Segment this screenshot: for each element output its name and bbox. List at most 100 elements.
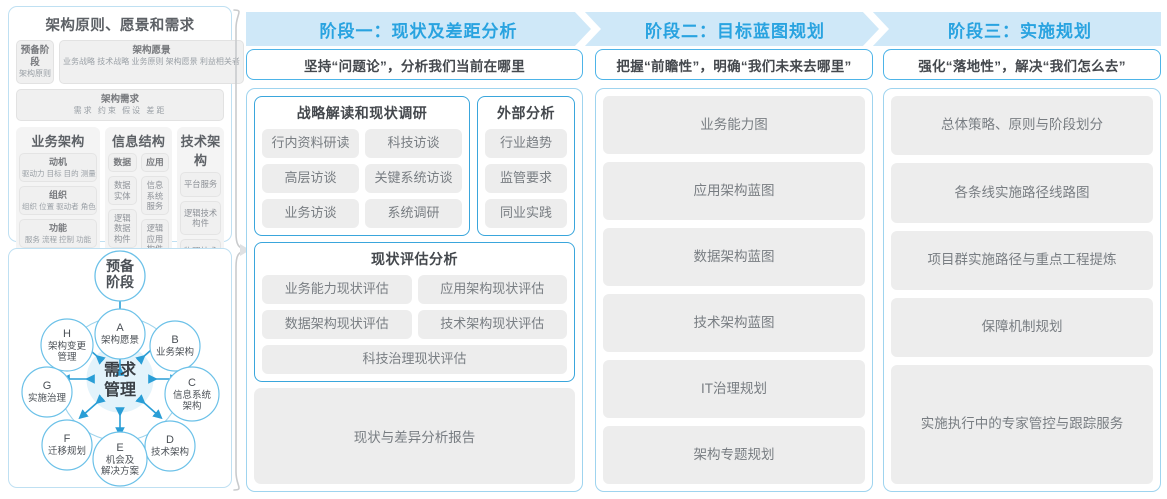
phase-3-panel: 总体策略、原则与阶段划分 各条线实施路径线路图 项目群实施路径与重点工程提炼 保… — [883, 88, 1161, 492]
list-item[interactable]: IT治理规划 — [603, 360, 865, 418]
svg-text:A: A — [116, 322, 124, 334]
chevron-separator-2-icon — [862, 12, 896, 46]
strategy-research-items: 行内资料研读 科技访谈 高层访谈 关键系统访谈 业务访谈 系统调研 — [262, 129, 462, 228]
list-item[interactable]: 架构专题规划 — [603, 426, 865, 484]
svg-text:E: E — [116, 442, 123, 454]
list-item[interactable]: 高层访谈 — [262, 164, 359, 193]
technology-architecture-title: 技术架构 — [180, 134, 221, 169]
function-box: 功能 服务 流程 控制 功能 — [19, 219, 97, 249]
svg-text:实施治理: 实施治理 — [28, 392, 67, 404]
framework-title: 架构原则、愿景和需求 — [45, 18, 195, 34]
svg-text:解决方案: 解决方案 — [101, 465, 140, 477]
current-state-assessment-card: 现状评估分析 业务能力现状评估 应用架构现状评估 数据架构现状评估 技术架构现状… — [254, 242, 575, 382]
architecture-requirements-sub: 需求 约束 假设 差距 — [73, 106, 167, 116]
gap-analysis-report-box[interactable]: 现状与差异分析报告 — [254, 388, 575, 484]
list-item[interactable]: 各条线实施路径线路图 — [891, 163, 1153, 223]
list-item[interactable]: 应用架构现状评估 — [417, 275, 567, 304]
phase-2-panel: 业务能力图 应用架构蓝图 数据架构蓝图 技术架构蓝图 IT治理规划 架构专题规划 — [595, 88, 873, 492]
svg-text:D: D — [166, 434, 174, 446]
current-state-assessment-title: 现状评估分析 — [371, 251, 458, 267]
architecture-vision-box: 架构愿景 业务战略 技术战略 业务原则 架构愿景 利益相关者 — [59, 40, 244, 85]
phase-band-3[interactable]: 阶段三：实施规划 — [879, 12, 1161, 46]
list-item[interactable]: 总体策略、原则与阶段划分 — [891, 96, 1153, 156]
strategy-research-card: 战略解读和现状调研 行内资料研读 科技访谈 高层访谈 关键系统访谈 业务访谈 系… — [254, 96, 470, 236]
svg-text:架构愿景: 架构愿景 — [101, 334, 139, 346]
information-structure-title: 信息结构 — [112, 134, 166, 150]
cycle-node-d — [144, 420, 196, 472]
list-item[interactable]: 科技访谈 — [365, 129, 462, 158]
architecture-vision-head: 架构愿景 — [132, 45, 171, 56]
cycle-node-f — [41, 419, 93, 471]
cycle-node-a — [94, 308, 146, 360]
svg-text:迁移规划: 迁移规划 — [48, 445, 86, 457]
list-item[interactable]: 行内资料研读 — [262, 129, 359, 158]
list-item[interactable]: 数据架构现状评估 — [262, 310, 412, 339]
phase1-top-row: 战略解读和现状调研 行内资料研读 科技访谈 高层访谈 关键系统访谈 业务访谈 系… — [254, 96, 575, 236]
list-item[interactable]: 业务访谈 — [262, 199, 359, 228]
svg-text:B: B — [171, 334, 178, 346]
list-item[interactable]: 业务能力现状评估 — [262, 275, 412, 304]
phases-region: 阶段一：现状及差距分析 阶段二：目标蓝图规划 阶段三：实施规划 坚持“问题论”，… — [246, 6, 1161, 494]
list-item[interactable]: 实施执行中的专家管控与跟踪服务 — [891, 365, 1153, 484]
cycle-node-e — [92, 431, 148, 487]
cycle-center-label-2: 管理 — [104, 380, 136, 399]
phase-subtitle-1: 坚持“问题论”，分析我们当前在哪里 — [246, 49, 583, 80]
list-item[interactable]: 关键系统访谈 — [365, 164, 462, 193]
svg-text:F: F — [64, 433, 71, 445]
list-item[interactable]: 应用架构蓝图 — [603, 162, 865, 220]
list-item[interactable]: 技术架构现状评估 — [417, 310, 567, 339]
list-item[interactable]: 监管要求 — [485, 164, 567, 193]
phase-subtitle-row: 坚持“问题论”，分析我们当前在哪里 把握“前瞻性”，明确“我们未来去哪里” 强化… — [246, 49, 1161, 83]
svg-text:技术架构: 技术架构 — [151, 446, 189, 458]
phase-1-panel: 战略解读和现状调研 行内资料研读 科技访谈 高层访谈 关键系统访谈 业务访谈 系… — [246, 88, 583, 492]
togaf-framework-card: 架构原则、愿景和需求 预备阶段 架构原则 架构愿景 业务战略 技术战略 业务原则… — [8, 6, 244, 354]
list-item[interactable]: 行业趋势 — [485, 129, 567, 158]
cycle-prep-label-2: 阶段 — [106, 274, 134, 290]
list-item[interactable]: 保障机制规划 — [891, 297, 1153, 358]
external-analysis-items: 行业趋势 监管要求 同业实践 — [485, 129, 567, 228]
list-item[interactable]: 科技治理现状评估 — [262, 345, 567, 374]
architecture-requirements-box: 架构需求 需求 约束 假设 差距 — [16, 89, 224, 122]
cycle-node-h — [40, 318, 94, 372]
svg-text:C: C — [188, 377, 196, 389]
chevron-separator-1-icon — [574, 12, 608, 46]
left-framework-column: 架构原则、愿景和需求 预备阶段 架构原则 架构愿景 业务战略 技术战略 业务原则… — [8, 6, 244, 494]
svg-text:机会及: 机会及 — [106, 454, 135, 466]
architecture-vision-sub: 业务战略 技术战略 业务原则 架构愿景 利益相关者 — [63, 56, 240, 66]
svg-text:G: G — [43, 380, 52, 392]
phase-band-row: 阶段一：现状及差距分析 阶段二：目标蓝图规划 阶段三：实施规划 — [246, 6, 1161, 46]
phase-band-2-title: 阶段二：目标蓝图规划 — [645, 21, 825, 41]
cycle-center-label-1: 需求 — [104, 360, 137, 379]
phase-body-row: 战略解读和现状调研 行内资料研读 科技访谈 高层访谈 关键系统访谈 业务访谈 系… — [246, 88, 1161, 492]
external-analysis-card: 外部分析 行业趋势 监管要求 同业实践 — [477, 96, 575, 236]
business-architecture-title: 业务架构 — [31, 134, 85, 150]
list-item[interactable]: 技术架构蓝图 — [603, 294, 865, 352]
cycle-prep-label-1: 预备 — [106, 258, 135, 274]
architecture-requirements-head: 架构需求 — [100, 94, 139, 106]
cycle-node-c — [164, 366, 220, 422]
list-item[interactable]: 系统调研 — [365, 199, 462, 228]
phase-band-1[interactable]: 阶段一：现状及差距分析 — [246, 12, 591, 46]
list-item[interactable]: 数据架构蓝图 — [603, 228, 865, 286]
phase-band-1-title: 阶段一：现状及差距分析 — [319, 21, 518, 41]
svg-text:H: H — [63, 328, 71, 340]
organization-box: 组织 组织 位置 驱动者 角色 — [19, 186, 97, 216]
list-item[interactable]: 同业实践 — [485, 199, 567, 228]
svg-text:业务架构: 业务架构 — [156, 346, 194, 358]
prep-stage-head: 预备阶段 — [20, 45, 50, 68]
svg-text:架构变更: 架构变更 — [48, 340, 87, 352]
svg-text:信息系统: 信息系统 — [173, 389, 212, 401]
list-item[interactable]: 项目群实施路径与重点工程提炼 — [891, 230, 1153, 290]
svg-text:管理: 管理 — [57, 351, 77, 363]
cycle-node-g — [21, 366, 73, 418]
adm-cycle-card: 预备 阶段 需求 管理 A 架构愿景 B 业务架构 C 信息系统 架构 — [8, 248, 232, 488]
adm-cycle-svg: 预备 阶段 需求 管理 A 架构愿景 B 业务架构 C 信息系统 架构 — [21, 250, 220, 487]
current-state-assessment-items: 业务能力现状评估 应用架构现状评估 数据架构现状评估 技术架构现状评估 — [262, 275, 567, 339]
framework-row-1: 预备阶段 架构原则 架构愿景 业务战略 技术战略 业务原则 架构愿景 利益相关者 — [16, 40, 244, 85]
list-item[interactable]: 业务能力图 — [603, 96, 865, 154]
phase-band-3-title: 阶段三：实施规划 — [948, 21, 1092, 41]
svg-text:架构: 架构 — [182, 400, 201, 412]
phase-band-2[interactable]: 阶段二：目标蓝图规划 — [591, 12, 879, 46]
prep-stage-box: 预备阶段 架构原则 — [16, 40, 54, 85]
